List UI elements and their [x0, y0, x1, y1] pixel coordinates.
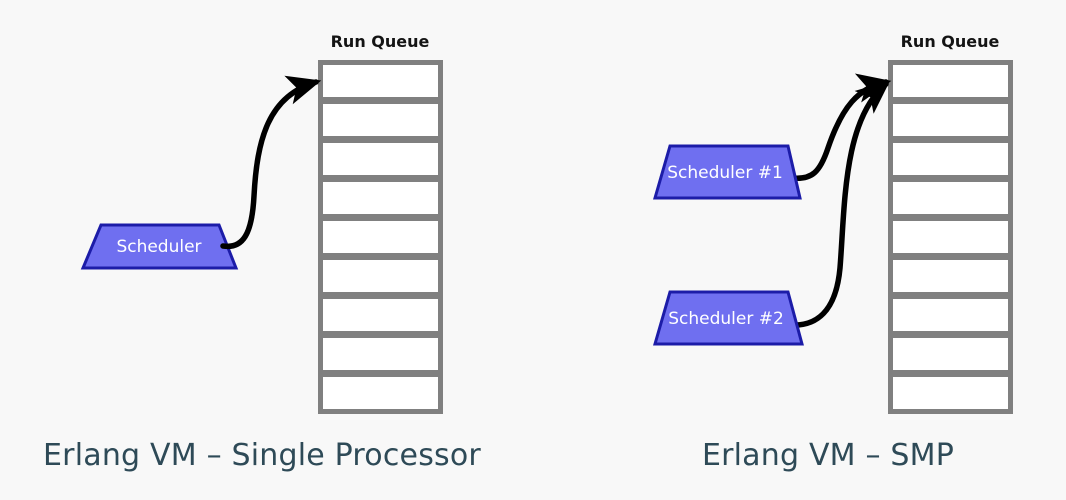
- run-queue-cell[interactable]: [318, 99, 443, 141]
- run-queue-cell[interactable]: [888, 333, 1013, 375]
- run-queue-label-single: Run Queue: [331, 32, 430, 51]
- run-queue-label-smp: Run Queue: [901, 32, 1000, 51]
- run-queue-cell[interactable]: [318, 216, 443, 258]
- run-queue-cell[interactable]: [888, 294, 1013, 336]
- scheduler-node-1[interactable]: Scheduler #1: [653, 144, 802, 200]
- arrow-scheduler-to-run-queue: [220, 75, 322, 250]
- scheduler-trapezoid[interactable]: [653, 144, 802, 200]
- run-queue-cell[interactable]: [318, 372, 443, 414]
- run-queue-cell[interactable]: [888, 216, 1013, 258]
- run-queue-cell[interactable]: [318, 138, 443, 180]
- panel-single-processor: Run Queue Scheduler Erlang VM: [43, 32, 481, 473]
- panel-smp: Run Queue Scheduler #1: [653, 32, 1013, 473]
- run-queue-cell[interactable]: [888, 372, 1013, 414]
- scheduler-node-2[interactable]: Scheduler #2: [653, 290, 804, 346]
- run-queue-cell[interactable]: [888, 99, 1013, 141]
- scheduler-label: Scheduler: [116, 237, 201, 257]
- run-queue-cell[interactable]: [888, 255, 1013, 297]
- run-queue-cell[interactable]: [318, 255, 443, 297]
- run-queue-smp: [888, 60, 1013, 414]
- caption-smp: Erlang VM – SMP: [702, 438, 954, 473]
- run-queue-cell[interactable]: [318, 333, 443, 375]
- caption-single-processor: Erlang VM – Single Processor: [43, 438, 481, 473]
- run-queue-cell[interactable]: [888, 177, 1013, 219]
- scheduler-label: Scheduler #1: [667, 163, 783, 183]
- run-queue-cell[interactable]: [318, 60, 443, 102]
- run-queue-cell[interactable]: [888, 138, 1013, 180]
- arrow-scheduler-2-to-run-queue: [789, 80, 891, 328]
- scheduler-node-single[interactable]: Scheduler: [80, 223, 239, 270]
- scheduler-trapezoid[interactable]: [653, 290, 804, 346]
- scheduler-label: Scheduler #2: [668, 309, 784, 329]
- run-queue-single: [318, 60, 443, 414]
- scheduler-trapezoid[interactable]: [80, 223, 239, 270]
- run-queue-cell[interactable]: [318, 177, 443, 219]
- run-queue-cell[interactable]: [888, 60, 1013, 102]
- run-queue-cell[interactable]: [318, 294, 443, 336]
